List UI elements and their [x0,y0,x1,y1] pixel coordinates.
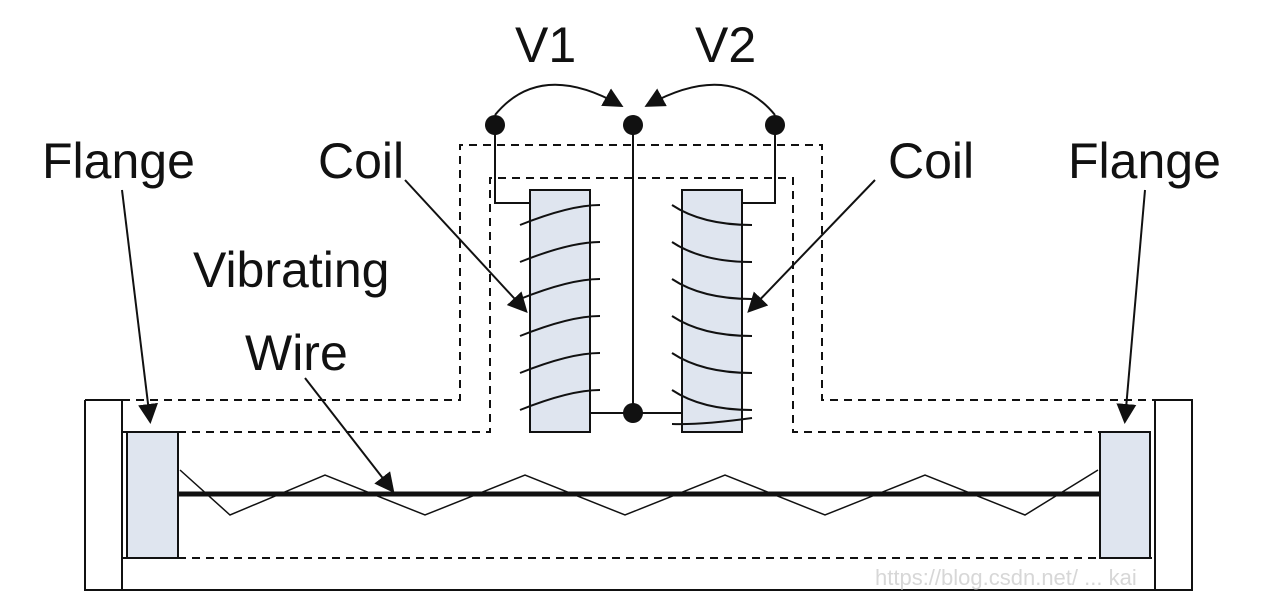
label-v2: V2 [695,17,756,73]
terminal-center [623,115,643,135]
dashed-housing-inner [122,177,1155,433]
label-coil-left: Coil [318,133,404,189]
flange-right [1099,431,1151,559]
label-coil-right: Coil [888,133,974,189]
coil-winding-left [519,204,601,411]
coil-winding-right [671,204,753,426]
flange-right-pointer [1116,189,1146,424]
label-flange-left: Flange [42,133,195,189]
terminal-left [485,115,505,135]
watermark: https://blog.csdn.net/ ... kai [875,565,1137,590]
wire-lead-right [742,125,776,204]
label-vibrating: Vibrating [193,242,389,298]
terminal-right [765,115,785,135]
coil-right-pointer [747,179,876,313]
voltage-arrow-v1 [494,83,624,116]
coil-core-right [681,189,743,433]
vibration-zigzag [179,469,1099,516]
wire-lead-left [494,125,530,204]
dashed-housing-outer [122,144,1155,401]
label-wire: Wire [245,325,348,381]
label-flange-right: Flange [1068,133,1221,189]
wire-pointer [304,377,395,494]
junction-bottom [623,403,643,423]
coil-left-pointer [404,179,528,313]
flange-left [126,431,179,559]
housing-outline [84,399,1193,591]
flange-left-pointer [121,189,158,424]
voltage-arrow-v2 [644,83,776,116]
label-v1: V1 [515,17,576,73]
